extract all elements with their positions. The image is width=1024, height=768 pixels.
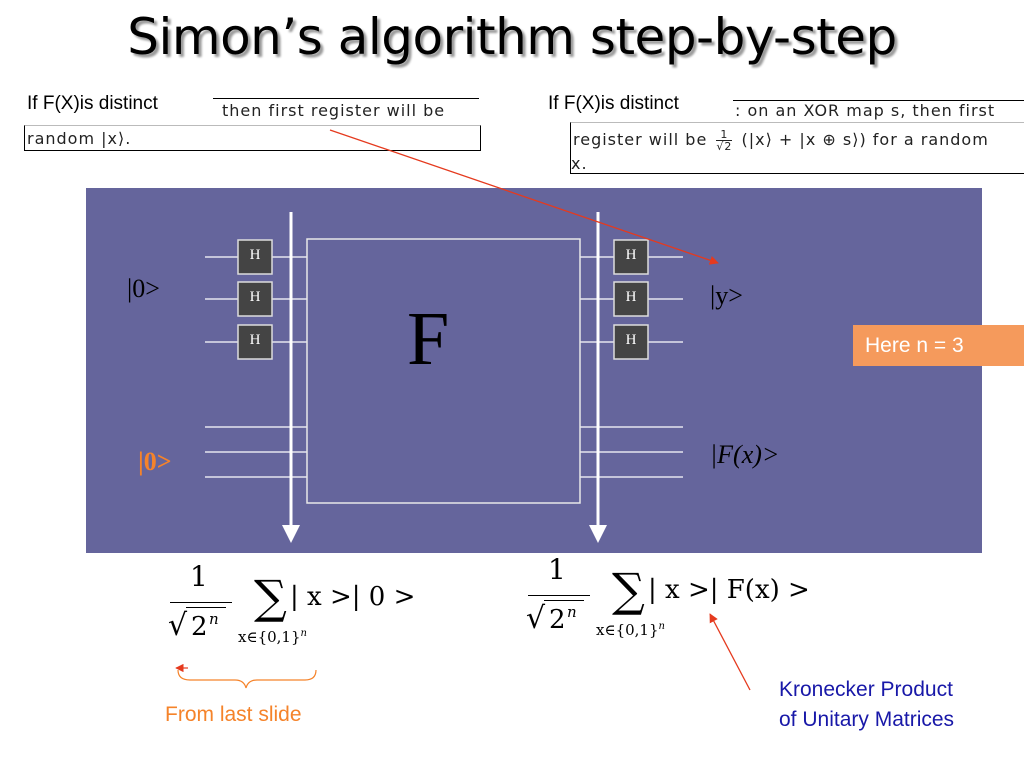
- left-formula-sum: ∑: [254, 570, 287, 624]
- input-top-label: |0>: [127, 274, 160, 303]
- input-bottom-label: |0>: [138, 447, 172, 476]
- right-snippet-frac-den: √2: [716, 140, 733, 153]
- kronecker-note-line2: of Unitary Matrices: [779, 708, 955, 731]
- right-formula-numerator: 1: [548, 553, 566, 586]
- left-snippet-line2: random |x⟩.: [27, 129, 132, 148]
- h-gate-left-3: [237, 324, 273, 360]
- output-top-label: |y>: [710, 281, 743, 310]
- left-formula-denominator-exp: n: [209, 610, 219, 628]
- left-condition-label: If F(X)is distinct: [27, 93, 158, 114]
- right-formula-body: | x >| F(x) >: [648, 575, 810, 605]
- right-snippet-line1: : on an XOR map s, then first: [735, 101, 996, 120]
- left-snippet-line1: then first register will be: [222, 101, 446, 120]
- left-snippet-top-border: [213, 98, 479, 99]
- kronecker-note-line1: Kronecker Product: [779, 678, 953, 701]
- right-snippet-line2-pre: register will be: [573, 130, 708, 149]
- red-arrow-to-y: [329, 129, 719, 265]
- n-callout: Here n = 3: [853, 325, 1024, 366]
- h-gate-right-3-label: H: [625, 332, 637, 348]
- left-formula-denominator: 2: [191, 612, 208, 642]
- right-snippet-top-border: [733, 100, 1024, 101]
- right-formula-subscript-text: x∈{0,1}: [596, 621, 659, 639]
- right-condition-label: If F(X)is distinct: [548, 93, 679, 114]
- left-snippet-box: [24, 125, 481, 151]
- h-gate-right-1: [613, 239, 649, 275]
- right-formula: 1 √ 2 n ∑ | x >| F(x) > x∈{0,1}n: [524, 553, 854, 653]
- red-arrow-to-formula: [709, 613, 751, 691]
- right-formula-root-sign: √: [526, 601, 546, 636]
- left-formula-root-sign: √: [168, 608, 188, 643]
- hadamard-gates-left: [237, 239, 273, 360]
- right-snippet-frac-num: 1: [716, 129, 733, 141]
- right-formula-denominator: 2: [549, 605, 566, 635]
- right-snippet-line3: x.: [571, 154, 588, 173]
- h-gate-right-1-label: H: [625, 247, 637, 263]
- right-formula-denominator-exp: n: [567, 603, 577, 621]
- right-snippet-fraction: 1 √2: [716, 129, 733, 153]
- right-formula-root-bar: [544, 600, 584, 601]
- left-formula-body: | x >| 0 >: [290, 582, 416, 612]
- h-gate-right-2: [613, 281, 649, 317]
- left-formula-numerator: 1: [190, 560, 208, 593]
- left-formula-subscript: x∈{0,1}n: [238, 628, 307, 646]
- right-formula-sum: ∑: [612, 563, 645, 617]
- left-formula-subscript-exp: n: [300, 628, 307, 639]
- h-gate-left-1: [237, 239, 273, 275]
- oracle-box: [306, 238, 581, 504]
- orange-brace: [177, 669, 317, 689]
- h-gate-left-2-label: H: [249, 289, 261, 305]
- h-gate-left-2: [237, 281, 273, 317]
- right-snippet-box: [570, 122, 1024, 174]
- h-gate-right-3: [613, 324, 649, 360]
- left-formula-root-bar: [186, 607, 226, 608]
- right-snippet-line2: register will be 1 √2 (|x⟩ + |x ⊕ s⟩) fo…: [573, 129, 989, 152]
- oracle-label: F: [407, 297, 450, 381]
- right-snippet-line2-post: (|x⟩ + |x ⊕ s⟩) for a random: [741, 130, 989, 149]
- h-gate-right-2-label: H: [625, 289, 637, 305]
- right-formula-subscript-exp: n: [658, 621, 665, 632]
- right-formula-subscript: x∈{0,1}n: [596, 621, 665, 639]
- slide-title: Simon’s algorithm step-by-step: [127, 8, 897, 66]
- kronecker-note: Kronecker Product of Unitary Matrices: [779, 675, 954, 735]
- output-bottom-label: |F(x)>: [710, 440, 780, 469]
- hadamard-gates-right: [613, 239, 649, 360]
- h-gate-left-1-label: H: [249, 247, 261, 263]
- from-last-slide-note: From last slide: [165, 703, 302, 726]
- h-gate-left-3-label: H: [249, 332, 261, 348]
- left-formula-subscript-text: x∈{0,1}: [238, 628, 301, 646]
- left-formula: 1 √ 2 n ∑ | x >| 0 > x∈{0,1}n: [166, 560, 446, 660]
- right-formula-bar: [528, 595, 590, 596]
- left-formula-bar: [170, 602, 232, 603]
